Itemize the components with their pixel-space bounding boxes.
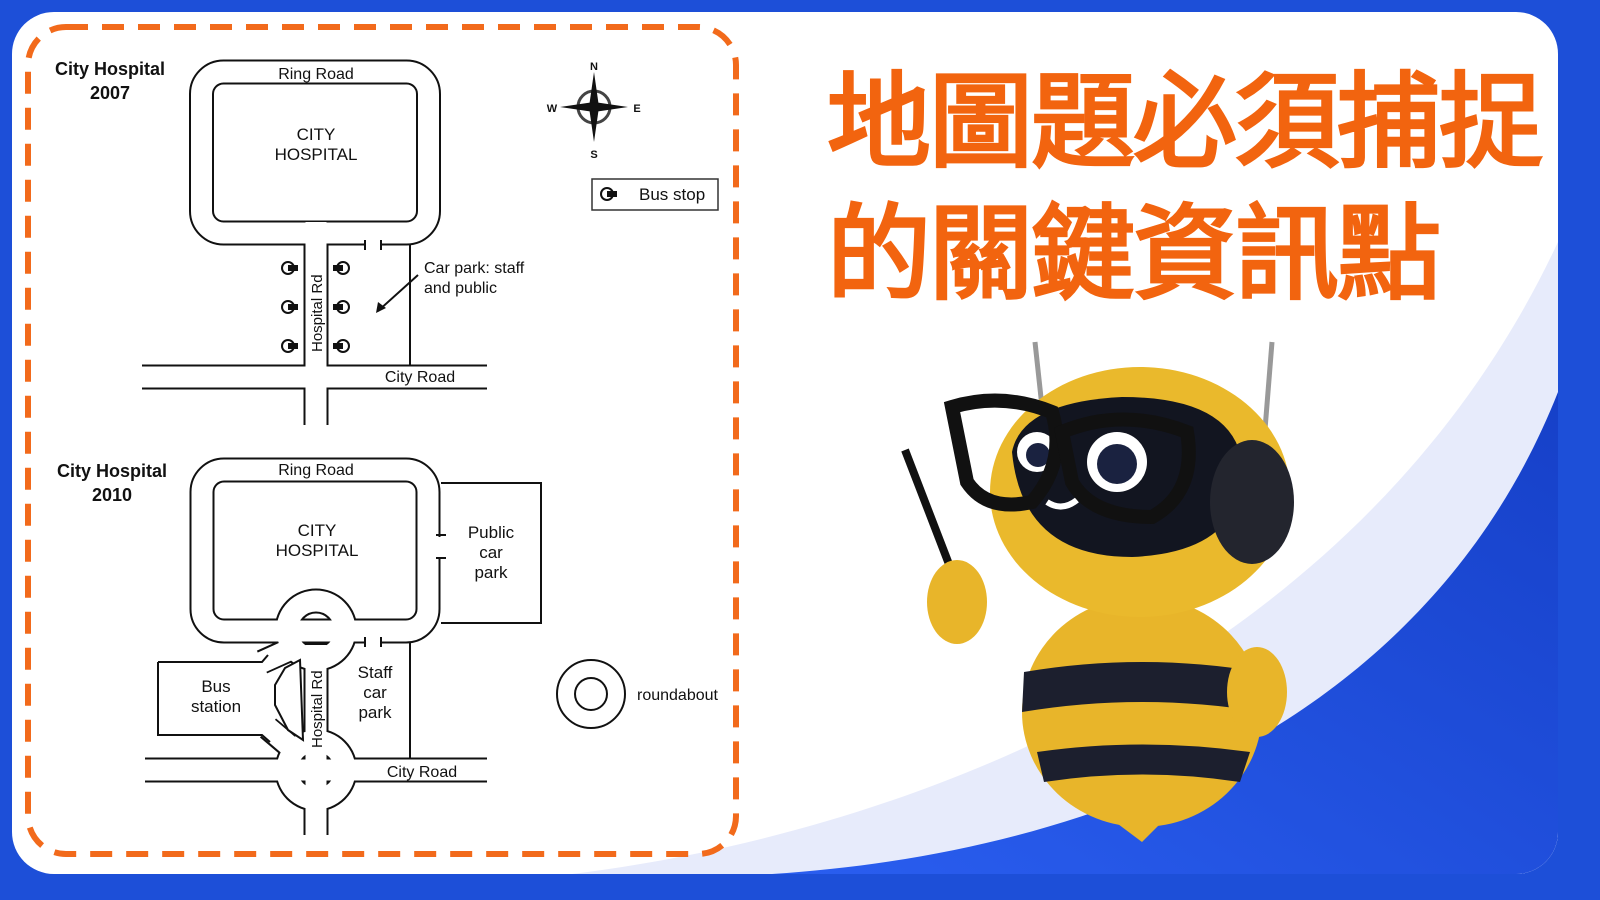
roundabout-legend: roundabout [556, 659, 719, 729]
map-2007-year: 2007 [90, 83, 130, 103]
svg-text:park: park [358, 703, 392, 722]
bee-arm-left [927, 560, 987, 644]
bee-arm-right [1227, 647, 1287, 737]
map-2010-year: 2010 [92, 485, 132, 505]
hospital-label: CITY [297, 125, 336, 144]
car-park-label: Car park: staff [424, 260, 525, 277]
map-2007-heading: City Hospital [55, 59, 165, 79]
dashed-frame [25, 24, 739, 857]
city-road-label: City Road [385, 369, 455, 386]
city-road-label: City Road [387, 764, 457, 781]
svg-text:E: E [633, 103, 640, 115]
svg-text:roundabout: roundabout [637, 687, 719, 704]
hospital-label: CITY [298, 521, 337, 540]
svg-text:car: car [479, 543, 503, 562]
antenna-left-icon [1032, 341, 1045, 408]
svg-text:station: station [191, 697, 241, 716]
svg-text:Bus stop: Bus stop [639, 185, 705, 204]
svg-text:park: park [474, 563, 508, 582]
car-park-label: and public [424, 280, 497, 297]
background-swoosh [572, 242, 1558, 874]
glasses-icon [943, 393, 1064, 512]
headphone-icon [1210, 440, 1294, 564]
hospital-label: HOSPITAL [275, 145, 358, 164]
hospital-rd-label: Hospital Rd [309, 670, 326, 748]
bus-stop-icons [281, 261, 350, 353]
bus-stop-legend: Bus stop [591, 178, 719, 211]
staff-car-park-label: Staff [358, 663, 393, 682]
ring-road-label: Ring Road [278, 66, 354, 83]
bee-robot-mascot [901, 341, 1294, 842]
svg-text:W: W [547, 103, 558, 115]
headline-line-2: 的關鍵資訊點 [827, 193, 1441, 315]
svg-text:car: car [363, 683, 387, 702]
pointer-stick-icon [901, 448, 956, 574]
bus-station-label: Bus [201, 677, 230, 696]
bee-body [1022, 597, 1262, 827]
roundabout-icon [556, 659, 626, 729]
headline-line-1: 地圖題必須捕捉 [827, 61, 1543, 183]
map-2010-heading: City Hospital [57, 461, 167, 481]
compass-icon: N S E W [547, 61, 641, 161]
public-car-park-label: Public [468, 523, 515, 542]
hospital-label: HOSPITAL [276, 541, 359, 560]
thumbnail-panel: 地圖題必須捕捉 的關鍵資訊點 [12, 12, 1558, 874]
svg-text:N: N [590, 61, 598, 73]
svg-text:S: S [590, 149, 597, 161]
ring-road-label: Ring Road [278, 462, 354, 479]
map-diagram: City Hospital 2007 Ring Road CITY HOSPIT… [25, 24, 739, 857]
hospital-rd-label: Hospital Rd [309, 274, 326, 352]
